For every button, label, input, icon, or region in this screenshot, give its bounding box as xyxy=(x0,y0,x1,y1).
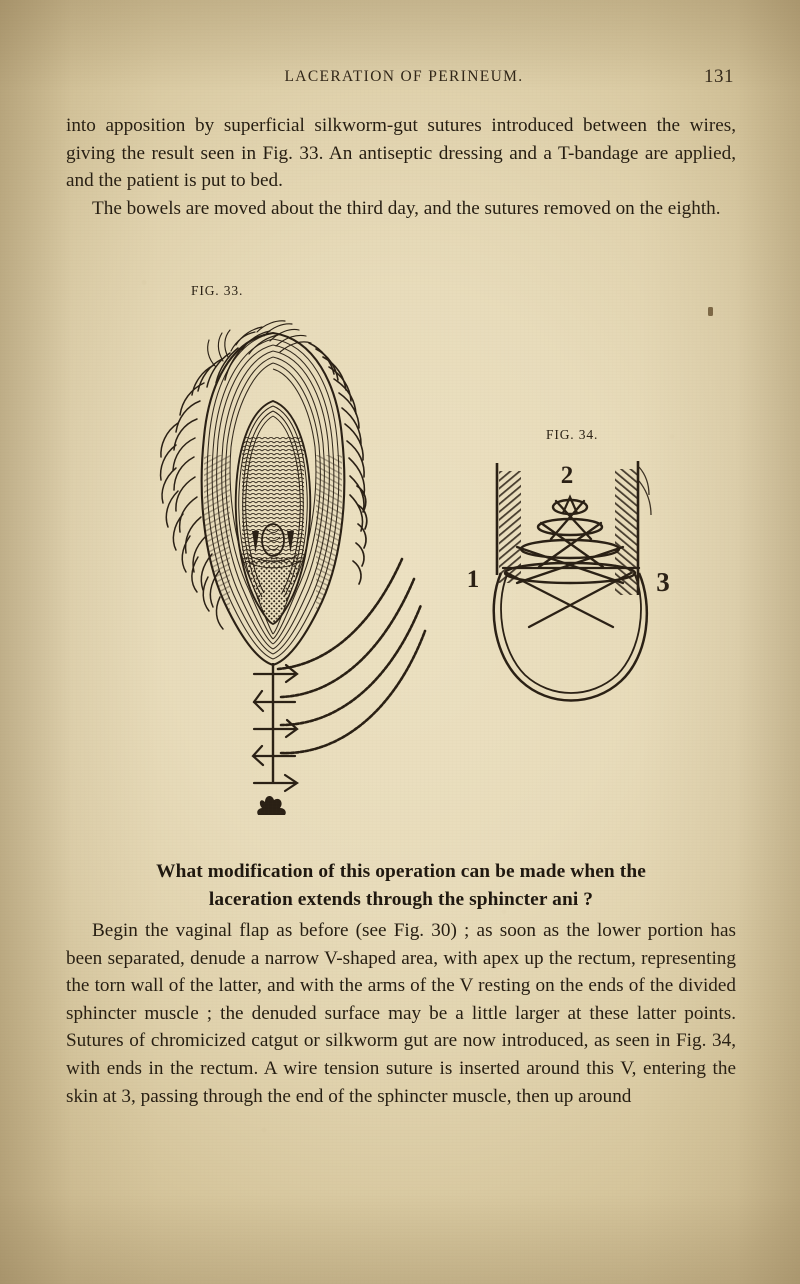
paragraph-procedure: Begin the vaginal flap as before (see Fi… xyxy=(66,920,736,1107)
paragraph-continued: into apposition by superficial silkworm-… xyxy=(66,115,736,192)
fig34-label-2: 2 xyxy=(561,462,574,489)
figure-33-caption: Fig. 33. xyxy=(191,283,244,298)
section-heading-line-1: What modification of this operation can … xyxy=(156,861,646,882)
fig33-suture-knot xyxy=(257,796,286,815)
section-heading-line-2: laceration extends through the sphincter… xyxy=(208,889,594,910)
figure-34-caption: Fig. 34. xyxy=(546,427,599,442)
fig34-wire-tension-suture xyxy=(492,572,649,702)
fig34-rectal-wall xyxy=(495,461,640,595)
fig34-label-3: 3 xyxy=(656,567,670,597)
figure-34-illustration: 2 1 3 xyxy=(463,455,678,727)
fig33-vestibule xyxy=(234,399,312,626)
running-head: LACERATION OF PERINEUM. 131 xyxy=(66,66,734,94)
paragraph-block-top: into apposition by superficial silkworm-… xyxy=(66,112,736,222)
fig34-label-1: 1 xyxy=(467,566,480,593)
running-head-title: LACERATION OF PERINEUM. xyxy=(284,68,524,85)
fig33-suture-threads xyxy=(276,557,427,755)
paragraph-bowels: The bowels are moved about the third day… xyxy=(92,197,721,219)
section-heading: What modification of this operation can … xyxy=(66,858,736,914)
figure-33-illustration xyxy=(118,305,428,815)
fig33-pubic-hair xyxy=(159,320,368,630)
ink-speck xyxy=(708,307,713,316)
paragraph-block-lower: Begin the vaginal flap as before (see Fi… xyxy=(66,917,736,1110)
fig34-crossed-strands xyxy=(501,499,641,629)
fig33-suture-line xyxy=(251,663,299,815)
page-number: 131 xyxy=(704,66,734,87)
